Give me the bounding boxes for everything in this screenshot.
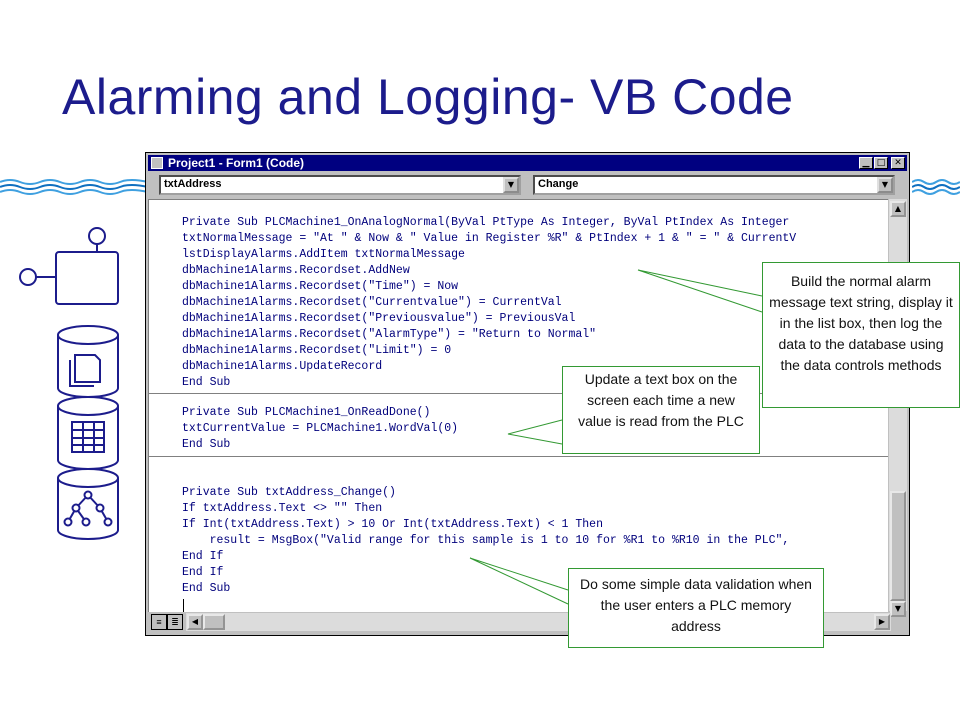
code-line[interactable]: txtCurrentValue = PLCMachine1.WordVal(0) xyxy=(182,422,459,435)
code-line[interactable]: End If xyxy=(182,566,224,579)
slide-title: Alarming and Logging- VB Code xyxy=(62,69,794,125)
wave-divider-icon xyxy=(0,179,148,195)
scroll-thumb[interactable] xyxy=(890,491,906,601)
code-line[interactable]: result = MsgBox("Valid range for this sa… xyxy=(182,534,790,547)
database-document-icon xyxy=(57,325,119,398)
procedure-view-icon[interactable]: ≡ xyxy=(151,614,167,630)
code-line[interactable]: End Sub xyxy=(182,376,231,389)
code-line[interactable]: End Sub xyxy=(182,582,231,595)
procedure-separator xyxy=(149,393,888,394)
minimize-button[interactable]: ▁ xyxy=(859,157,873,169)
window-title: Project1 - Form1 (Code) xyxy=(168,156,305,170)
code-line[interactable]: dbMachine1Alarms.Recordset("Previousvalu… xyxy=(182,312,576,325)
code-line[interactable]: End If xyxy=(182,550,224,563)
callout-normal-alarm: Build the normal alarm message text stri… xyxy=(762,262,960,408)
close-button[interactable]: ✕ xyxy=(891,157,905,169)
object-combo-value: txtAddress xyxy=(164,178,222,190)
code-line[interactable]: Private Sub txtAddress_Change() xyxy=(182,486,396,499)
code-line[interactable]: If txtAddress.Text <> "" Then xyxy=(182,502,383,515)
scroll-thumb[interactable] xyxy=(203,614,225,630)
code-line[interactable]: If Int(txtAddress.Text) > 10 Or Int(txtA… xyxy=(182,518,603,531)
code-line[interactable]: dbMachine1Alarms.Recordset.AddNew xyxy=(182,264,410,277)
scroll-down-icon[interactable]: ▼ xyxy=(890,601,906,617)
code-line[interactable]: Private Sub PLCMachine1_OnAnalogNormal(B… xyxy=(182,216,790,229)
code-line[interactable]: lstDisplayAlarms.AddItem txtNormalMessag… xyxy=(182,248,465,261)
window-titlebar[interactable]: Project1 - Form1 (Code) ▁ □ ✕ xyxy=(148,155,907,171)
code-line[interactable]: dbMachine1Alarms.Recordset("Limit") = 0 xyxy=(182,344,452,357)
left-decoration xyxy=(19,227,119,540)
callout-validation: Do some simple data validation when the … xyxy=(568,568,824,648)
chevron-down-icon[interactable]: ▼ xyxy=(503,177,519,193)
full-module-view-icon[interactable]: ≣ xyxy=(167,614,183,630)
scroll-up-icon[interactable]: ▲ xyxy=(890,201,906,217)
plc-tree-icon xyxy=(19,227,119,305)
code-line[interactable]: End Sub xyxy=(182,438,231,451)
app-icon[interactable] xyxy=(151,157,163,169)
text-cursor xyxy=(183,599,184,612)
code-line[interactable]: dbMachine1Alarms.Recordset("Currentvalue… xyxy=(182,296,562,309)
code-line[interactable]: txtNormalMessage = "At " & Now & " Value… xyxy=(182,232,797,245)
database-table-icon xyxy=(57,396,119,470)
code-window: Project1 - Form1 (Code) ▁ □ ✕ txtAddress… xyxy=(145,152,910,636)
object-combo[interactable]: txtAddress ▼ xyxy=(159,175,521,195)
database-network-icon xyxy=(57,468,119,540)
procedure-combo-value: Change xyxy=(538,178,579,190)
callout-read-done: Update a text box on the screen each tim… xyxy=(562,366,760,454)
chevron-down-icon[interactable]: ▼ xyxy=(877,177,893,193)
code-line[interactable]: dbMachine1Alarms.UpdateRecord xyxy=(182,360,383,373)
scroll-left-icon[interactable]: ◀ xyxy=(187,614,203,630)
wave-divider-icon xyxy=(912,179,960,195)
code-line[interactable]: dbMachine1Alarms.Recordset("AlarmType") … xyxy=(182,328,597,341)
code-line[interactable]: dbMachine1Alarms.Recordset("Time") = Now xyxy=(182,280,459,293)
procedure-combo[interactable]: Change ▼ xyxy=(533,175,895,195)
procedure-separator xyxy=(149,456,888,457)
scroll-right-icon[interactable]: ▶ xyxy=(874,614,890,630)
code-line[interactable]: Private Sub PLCMachine1_OnReadDone() xyxy=(182,406,431,419)
maximize-button[interactable]: □ xyxy=(874,157,888,169)
